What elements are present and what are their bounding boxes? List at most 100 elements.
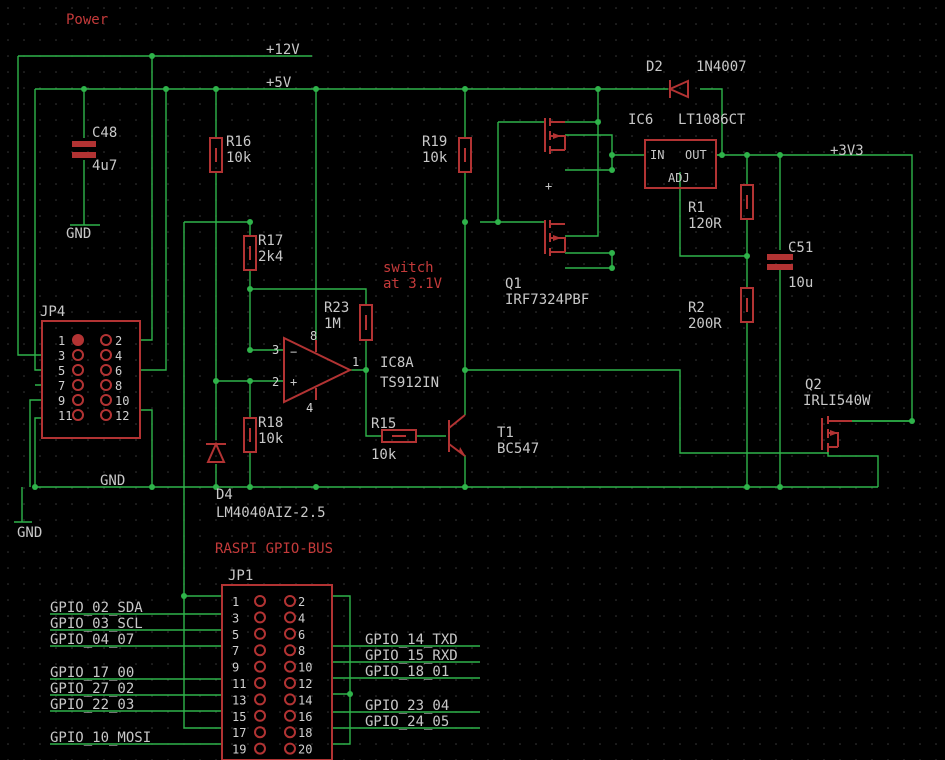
ic8a-name: IC8A <box>380 355 414 371</box>
jp1-name: JP1 <box>228 568 253 584</box>
jp1-pin-7 <box>254 644 266 657</box>
jp4-pin-label: 11 <box>58 409 72 423</box>
jp1-pin-16 <box>284 709 296 722</box>
resistor-r18: R18 10k <box>243 415 284 453</box>
mosfet-q2: Q2 IRLI540W <box>803 377 871 452</box>
r19-value: 10k <box>422 150 448 166</box>
capacitor-c48: C48 4u7 <box>72 125 117 174</box>
r18-value: 10k <box>258 431 284 447</box>
ic6-adj: ADJ <box>668 171 690 185</box>
gpio-left-label: GPIO_03_SCL <box>50 616 143 632</box>
junctions <box>32 53 915 697</box>
switch-note-line1: switch <box>383 260 434 276</box>
r17-value: 2k4 <box>258 249 283 265</box>
jp1-pin-label: 9 <box>232 661 239 675</box>
q1-value: IRF7324PBF <box>505 292 589 308</box>
jp4-pin-1 <box>72 334 84 346</box>
jp1-pin-label: 12 <box>298 677 312 691</box>
gpio-left-label: GPIO_04_07 <box>50 632 134 648</box>
diode-d2: D2 1N4007 <box>646 59 747 99</box>
t1-name: T1 <box>497 425 514 441</box>
ic6-out: OUT <box>685 148 707 162</box>
jp4-pin-2 <box>100 334 112 346</box>
jp1-pin-label: 2 <box>298 595 305 609</box>
c51-name: C51 <box>788 240 813 256</box>
net-label-5v: +5V <box>266 75 292 91</box>
jp4-pin-label: 9 <box>58 394 65 408</box>
ic8a-pin2: 2 <box>272 375 279 389</box>
ic6-in: IN <box>650 148 664 162</box>
gpio-right-label: GPIO_18_01 <box>365 664 449 680</box>
q2-value: IRLI540W <box>803 393 871 409</box>
r23-name: R23 <box>324 300 349 316</box>
resistor-r15: R15 10k <box>371 416 417 463</box>
q2-name: Q2 <box>805 377 822 393</box>
jp1-pin-13 <box>254 693 266 706</box>
jp1-pin-label: 11 <box>232 677 246 691</box>
d4-value: LM4040AIZ-2.5 <box>216 505 326 521</box>
jp1-pin-label: 15 <box>232 710 246 724</box>
ic8a-pin3: 3 <box>272 343 279 357</box>
r1-name: R1 <box>688 200 705 216</box>
jp1-pin-label: 13 <box>232 693 246 707</box>
section-title-power: Power <box>66 12 108 28</box>
jp1-pin-label: 6 <box>298 628 305 642</box>
net-label-3v3: +3V3 <box>830 143 864 159</box>
jp1-pin-15 <box>254 709 266 722</box>
header-jp1: JP1 123456789101112131415161718192021 <box>221 568 333 760</box>
d4-name: D4 <box>216 487 233 503</box>
r15-value: 10k <box>371 447 397 463</box>
jp1-pin-label: 3 <box>232 611 239 625</box>
ic8a-value: TS912IN <box>380 375 439 391</box>
jp1-pin-label: 20 <box>298 743 312 757</box>
r15-name: R15 <box>371 416 396 432</box>
jp1-pin-label: 19 <box>232 743 246 757</box>
r23-value: 1M <box>324 316 341 332</box>
capacitor-c51: C51 10u <box>767 240 813 291</box>
jp4-pin-label: 10 <box>115 394 129 408</box>
transistor-t1: T1 BC547 <box>448 414 539 457</box>
jp1-pin-label: 5 <box>232 628 239 642</box>
jp4-pin-label: 1 <box>58 334 65 348</box>
jp1-pin-11 <box>254 677 266 689</box>
mosfet-q1: + Q1 IRF7324PBF <box>505 118 589 308</box>
jp1-pin-label: 8 <box>298 644 305 658</box>
jp4-pin-label: 12 <box>115 409 129 423</box>
jp1-pin-9 <box>254 660 266 673</box>
gpio-right-label: GPIO_23_04 <box>365 698 449 714</box>
gpio-left-label: GPIO_27_02 <box>50 681 134 697</box>
jp4-pin-label: 2 <box>115 334 122 348</box>
gpio-left-labels: GPIO_02_SDAGPIO_03_SCLGPIO_04_07GPIO_17_… <box>50 600 151 746</box>
jp4-pin-label: 8 <box>115 379 122 393</box>
d2-name: D2 <box>646 59 663 75</box>
ic8a-pin8: 8 <box>310 329 317 343</box>
gpio-left-label: GPIO_02_SDA <box>50 600 143 616</box>
resistor-r1: R1 120R <box>688 184 754 232</box>
r2-name: R2 <box>688 300 705 316</box>
jp4-name: JP4 <box>40 304 65 320</box>
ic8a-pin4: 4 <box>306 401 313 415</box>
jp1-pin-3 <box>254 611 266 624</box>
r18-name: R18 <box>258 415 283 431</box>
resistor-r19: R19 10k <box>422 134 472 173</box>
jp1-pin-label: 4 <box>298 611 305 625</box>
r1-value: 120R <box>688 216 722 232</box>
reference-d4: D4 LM4040AIZ-2.5 <box>206 441 326 521</box>
jp4-pin-11 <box>72 409 84 421</box>
gpio-right-label: GPIO_15_RXD <box>365 648 458 664</box>
net-label-gnd-main: GND <box>100 473 125 489</box>
jp1-pin-18 <box>284 726 296 739</box>
jp4-pin-label: 3 <box>58 349 65 363</box>
jp1-pin-label: 16 <box>298 710 312 724</box>
jp4-pin-10 <box>100 394 112 406</box>
jp4-pin-8 <box>100 379 112 391</box>
jp1-pin-label: 10 <box>298 661 312 675</box>
net-label-gnd-left: GND <box>17 525 42 541</box>
r16-name: R16 <box>226 134 251 150</box>
jp1-pin-label: 18 <box>298 726 312 740</box>
jp1-pin-19 <box>254 742 266 755</box>
